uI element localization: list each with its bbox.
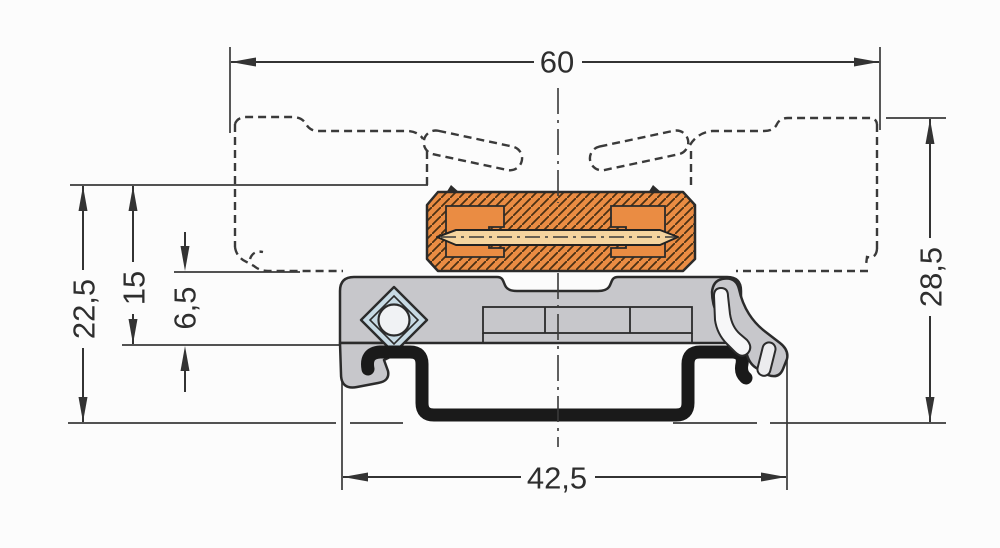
- dimension-22-5: 22,5: [66, 186, 102, 422]
- dim-label-22-5: 22,5: [67, 279, 102, 339]
- adapter-latch-arm: [710, 277, 789, 378]
- keyhole-slot: [712, 286, 752, 357]
- adapter-windows: [482, 306, 693, 342]
- dimension-6-5: 6,5: [168, 232, 203, 392]
- dim-label-6-5: 6,5: [168, 286, 203, 329]
- latch-claw-slot: [756, 341, 777, 377]
- din-rail-adapter-body: [338, 275, 743, 389]
- right-latch-ear-outline: [588, 129, 690, 172]
- dimension-15: 15: [117, 186, 152, 344]
- left-latch-ear-outline: [422, 129, 524, 172]
- dim-label-15: 15: [117, 271, 152, 305]
- dashed-right-plug-outline: [688, 116, 879, 273]
- dashed-left-plug-outline: [233, 115, 429, 273]
- mold-mark-left: [446, 185, 460, 193]
- marker-circle: [377, 303, 411, 337]
- marker-diamond: [359, 285, 429, 355]
- dim-label-28-5: 28,5: [914, 247, 949, 307]
- dimension-42-5: 42,5: [343, 460, 786, 496]
- dim-label-42-5: 42,5: [527, 461, 587, 496]
- dimension-60: 60: [231, 44, 879, 80]
- din-rail-profile: [361, 345, 753, 422]
- dimension-28-5: 28,5: [913, 119, 949, 422]
- connector-body: [425, 185, 697, 273]
- mold-mark-right: [648, 185, 662, 193]
- adapter-pocket: [338, 275, 743, 345]
- dim-label-60: 60: [540, 45, 574, 80]
